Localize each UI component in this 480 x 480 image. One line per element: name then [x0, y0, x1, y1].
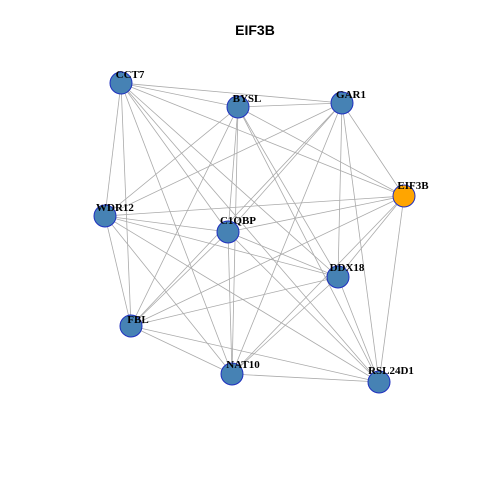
edge-bysl-wdr12: [104, 106, 239, 217]
edge-cct7-wdr12: [104, 82, 122, 217]
edge-fbl-rsl24d1: [130, 325, 380, 383]
node-gar1: [330, 91, 354, 115]
edge-gar1-c1qbp: [227, 102, 343, 233]
node-bysl: [226, 95, 250, 119]
edge-bysl-rsl24d1: [237, 106, 380, 383]
node-fbl: [119, 314, 143, 338]
node-label-c1qbp: C1QBP: [220, 215, 256, 227]
edge-cct7-fbl: [120, 82, 132, 327]
node-rsl24d1: [367, 370, 391, 394]
edge-wdr12-ddx18: [104, 215, 339, 278]
edge-wdr12-fbl: [104, 215, 132, 327]
nodes-layer: [93, 71, 416, 394]
node-c1qbp: [216, 220, 240, 244]
edge-cct7-c1qbp: [120, 82, 229, 233]
edge-bysl-c1qbp: [227, 106, 239, 233]
node-label-ddx18: DDX18: [330, 262, 365, 274]
node-label-fbl: FBL: [127, 314, 148, 326]
edge-eif3b-c1qbp: [227, 195, 405, 233]
edges-layer: [104, 82, 405, 383]
edge-cct7-rsl24d1: [120, 82, 380, 383]
node-label-eif3b: EIF3B: [397, 180, 429, 192]
edge-cct7-eif3b: [120, 82, 405, 197]
edge-eif3b-nat10: [231, 195, 405, 375]
edge-bysl-fbl: [130, 106, 239, 327]
edge-eif3b-rsl24d1: [378, 195, 405, 383]
edge-ddx18-nat10: [231, 276, 339, 375]
node-label-rsl24d1: RSL24D1: [368, 365, 414, 377]
node-label-wdr12: WDR12: [96, 202, 134, 214]
edge-eif3b-ddx18: [337, 195, 405, 278]
edge-cct7-bysl: [120, 82, 239, 108]
edge-gar1-ddx18: [337, 102, 343, 278]
edge-wdr12-nat10: [104, 215, 233, 375]
edge-bysl-ddx18: [237, 106, 339, 278]
edge-gar1-rsl24d1: [341, 102, 380, 383]
edge-c1qbp-ddx18: [227, 231, 339, 278]
node-nat10: [220, 362, 244, 386]
edge-wdr12-c1qbp: [104, 215, 229, 233]
edge-cct7-gar1: [120, 82, 343, 104]
node-ddx18: [326, 265, 350, 289]
diagram-title: EIF3B: [235, 22, 275, 38]
edge-nat10-rsl24d1: [231, 373, 380, 383]
node-eif3b: [392, 184, 416, 208]
node-label-nat10: NAT10: [226, 359, 260, 371]
edge-ddx18-fbl: [130, 276, 339, 327]
edge-wdr12-rsl24d1: [104, 215, 380, 383]
edge-cct7-nat10: [120, 82, 233, 375]
edge-c1qbp-fbl: [130, 231, 229, 327]
edge-gar1-nat10: [231, 102, 343, 375]
node-label-cct7: CCT7: [116, 69, 145, 81]
edge-fbl-nat10: [130, 325, 233, 375]
edge-c1qbp-nat10: [227, 231, 233, 375]
edge-bysl-gar1: [237, 102, 343, 108]
edge-gar1-wdr12: [104, 102, 343, 217]
node-label-bysl: BYSL: [233, 93, 262, 105]
node-cct7: [109, 71, 133, 95]
node-wdr12: [93, 204, 117, 228]
edge-gar1-eif3b: [341, 102, 405, 197]
edge-gar1-fbl: [130, 102, 343, 327]
node-label-gar1: GAR1: [336, 89, 366, 101]
edge-ddx18-rsl24d1: [337, 276, 380, 383]
edge-eif3b-wdr12: [104, 195, 405, 217]
edge-bysl-eif3b: [237, 106, 405, 197]
edge-c1qbp-rsl24d1: [227, 231, 380, 383]
